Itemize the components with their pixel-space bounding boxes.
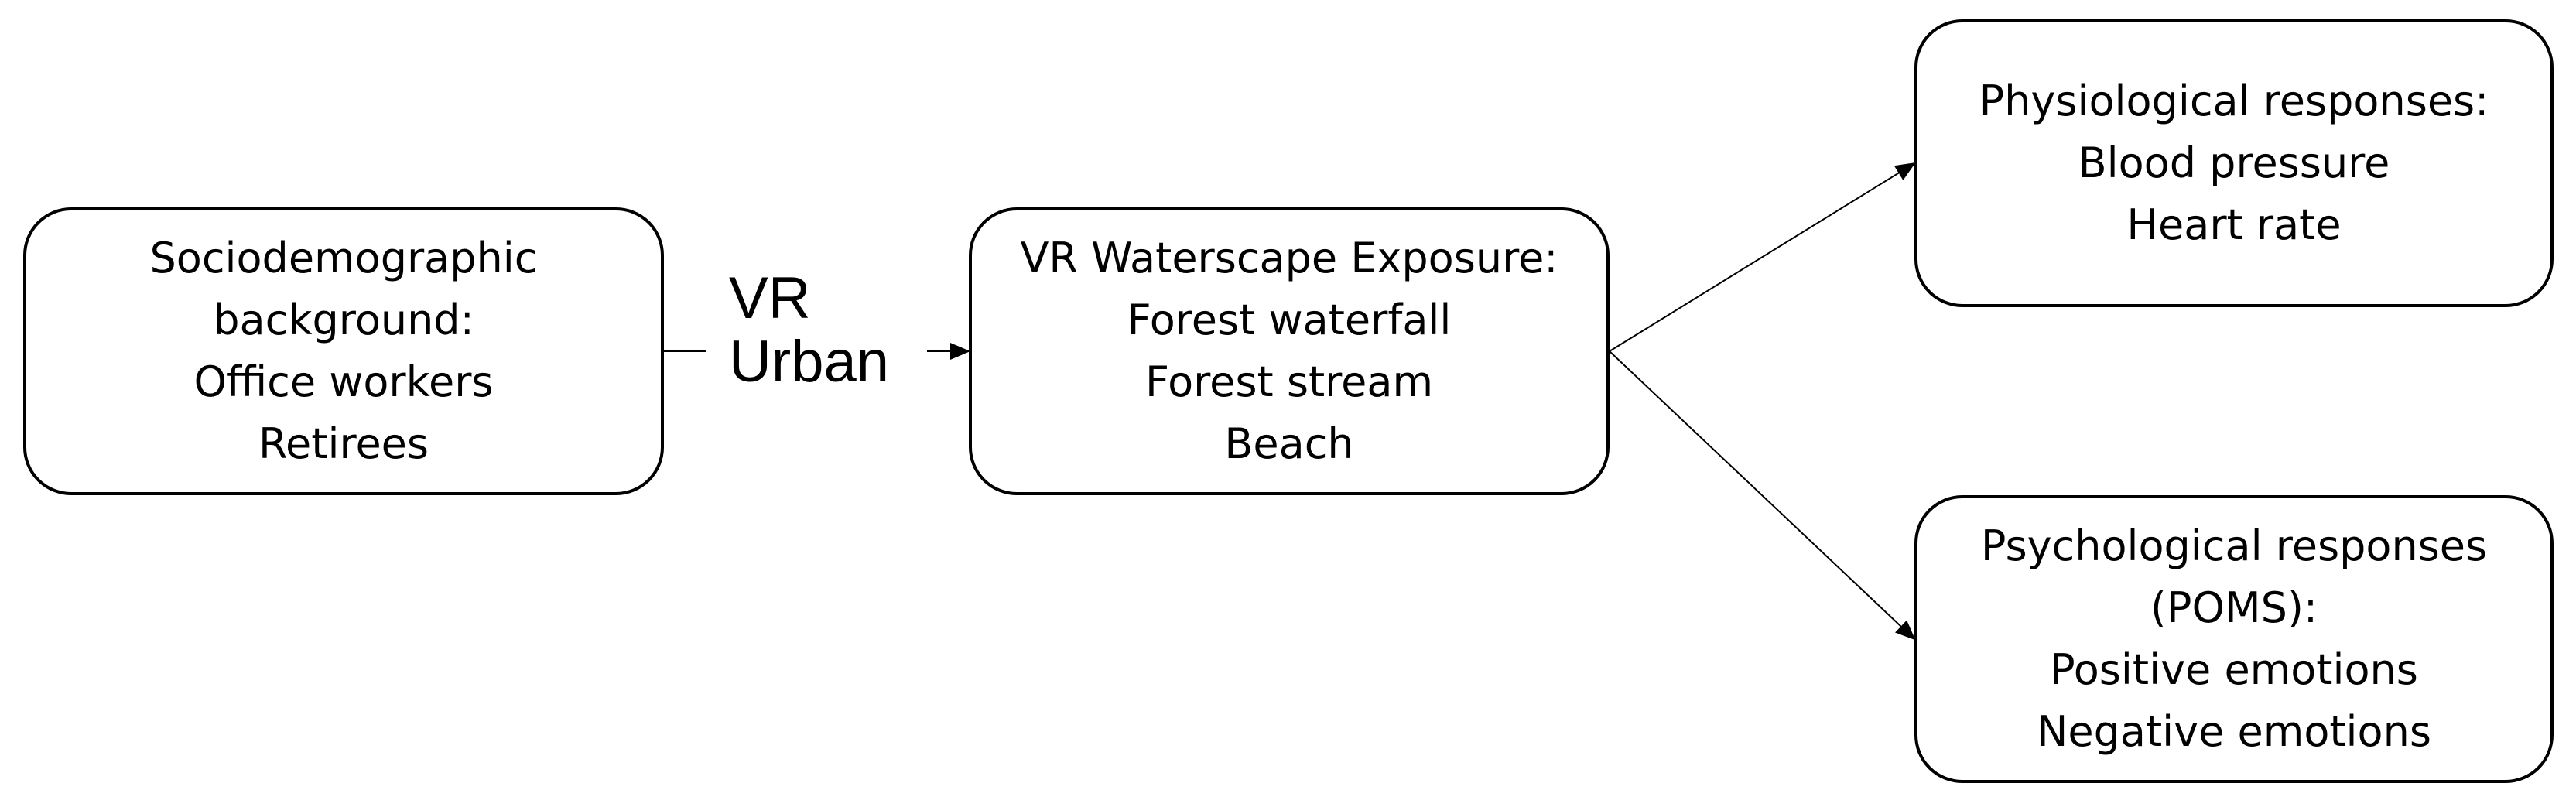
node-sociodemographic-line-4: Retirees [258,419,429,468]
node-physiological-line-2: Blood pressure [2078,138,2390,187]
edge-label-vr-urban: VR Urban [729,267,889,394]
node-physiological-responses: Physiological responses: Blood pressure … [1914,19,2554,307]
node-physiological-line-3: Heart rate [2126,200,2342,249]
node-vr-exposure-line-3: Forest stream [1144,357,1434,406]
node-vr-exposure-line-1: VR Waterscape Exposure: [1020,234,1558,282]
edge-label-line-2: Urban [729,329,889,395]
node-psychological-responses: Psychological responses (POMS): Positive… [1914,495,2554,783]
node-physiological-line-1: Physiological responses: [1979,77,2489,125]
node-psychological-line-4: Negative emotions [2037,707,2431,756]
edge-vr-to-physiological-arrow [1609,162,1916,352]
node-sociodemographic-line-3: Office workers [193,357,494,406]
node-psychological-line-3: Positive emotions [2050,645,2418,694]
node-vr-exposure-line-4: Beach [1224,419,1354,468]
edge-vr-to-psychological-arrow [1609,350,1916,641]
node-vr-waterscape-exposure: VR Waterscape Exposure: Forest waterfall… [969,207,1610,495]
node-vr-exposure-line-2: Forest waterfall [1127,296,1452,344]
node-sociodemographic-line-1: Sociodemographic [149,234,538,282]
edge-label-line-1: VR [729,265,811,331]
node-psychological-line-2: (POMS): [2150,583,2318,632]
node-psychological-line-1: Psychological responses [1980,521,2488,570]
node-sociodemographic: Sociodemographic background: Office work… [23,207,664,495]
node-sociodemographic-line-2: background: [213,296,474,344]
